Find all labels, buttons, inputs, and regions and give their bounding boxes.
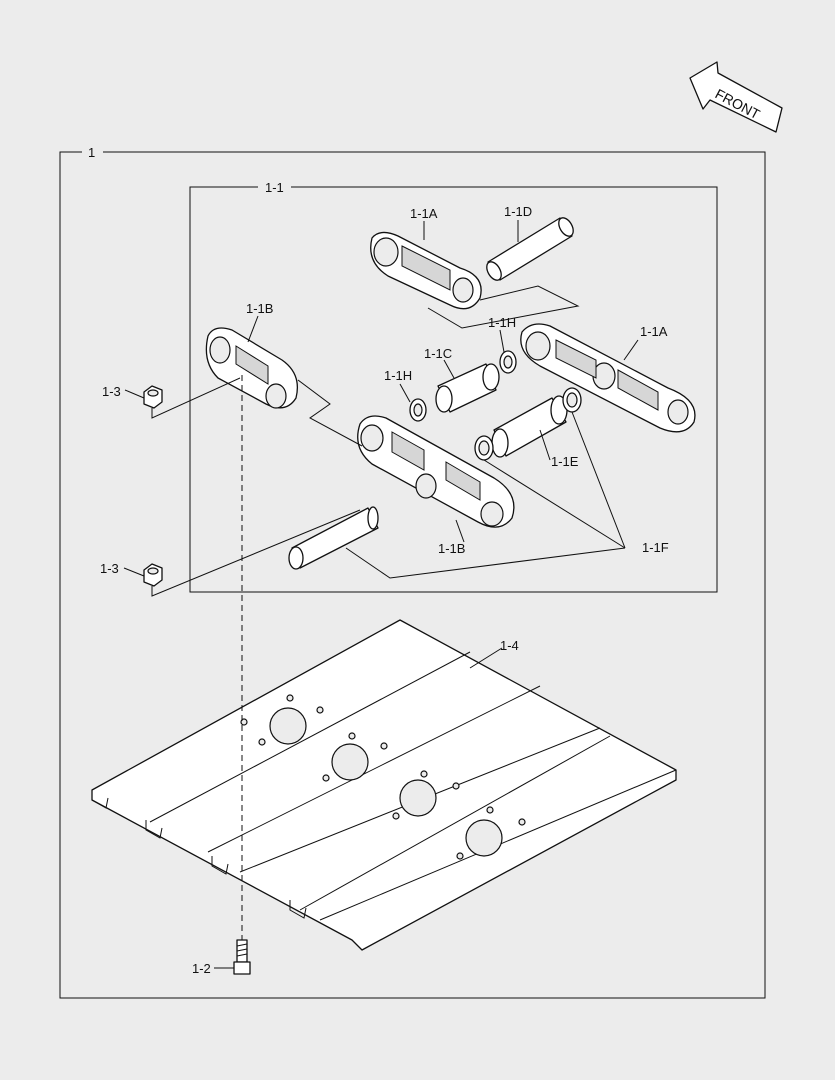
callout-link-a-top: 1-1A	[410, 206, 438, 221]
subassembly-frame: 1-1	[189, 180, 718, 593]
callout-link-b-left: 1-1B	[246, 301, 273, 316]
callout-link-a-right: 1-1A	[640, 324, 668, 339]
track-link-b-left	[205, 327, 299, 409]
bushing-e	[491, 395, 568, 458]
nut-upper	[143, 385, 163, 409]
assembly-label: 1	[88, 145, 95, 160]
front-direction-arrow: FRONT	[689, 61, 783, 133]
callout-link-b-bottom: 1-1B	[438, 541, 465, 556]
callout-bolt: 1-2	[192, 961, 211, 976]
callout-nut-lower: 1-3	[100, 561, 119, 576]
callout-bushing-c: 1-1C	[424, 346, 452, 361]
track-pin-bottom	[288, 506, 379, 570]
callout-seal-f: 1-1F	[642, 540, 669, 555]
bolt	[233, 939, 251, 975]
bushing-c	[435, 363, 500, 413]
callout-pin-d: 1-1D	[504, 204, 532, 219]
callout-seal-h-upper: 1-1H	[488, 315, 516, 330]
callout-shoe: 1-4	[500, 638, 519, 653]
assembly-frame: 1	[59, 145, 766, 999]
callout-bushing-e: 1-1E	[551, 454, 579, 469]
track-link-a-right	[520, 323, 696, 433]
track-shoe	[91, 619, 677, 951]
callout-nut-upper: 1-3	[102, 384, 121, 399]
track-pin-d	[486, 217, 574, 281]
subassembly-label: 1-1	[265, 180, 284, 195]
nut-lower	[143, 563, 163, 587]
track-link-b-bottom	[357, 415, 515, 528]
callout-seal-h-lower: 1-1H	[384, 368, 412, 383]
track-link-a-top	[370, 231, 482, 310]
leader-lines	[123, 220, 639, 969]
